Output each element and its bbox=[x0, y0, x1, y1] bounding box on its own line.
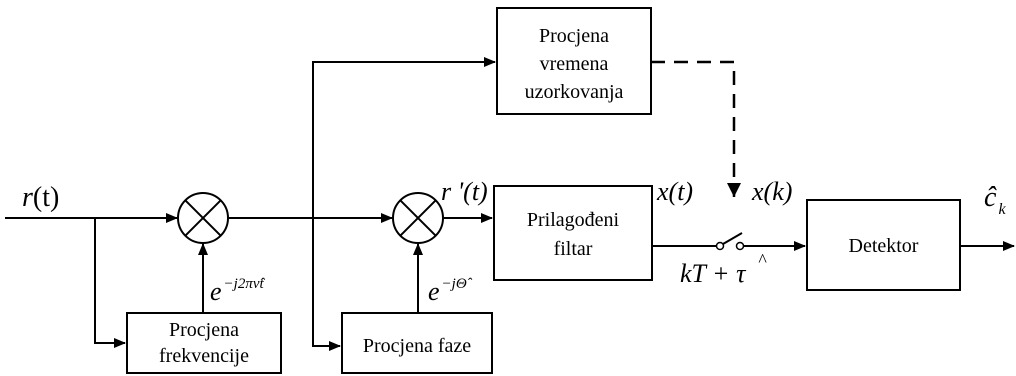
phase-estimator-block: Procjena faze bbox=[341, 312, 493, 374]
matched-filter-line-1: Prilagođeni bbox=[527, 209, 620, 231]
freq-est-line-2: frekvencije bbox=[159, 345, 249, 367]
timing-control-dashed-wire bbox=[651, 60, 736, 197]
timing-est-line-3: uzorkovanja bbox=[525, 81, 624, 103]
timing-estimator-block: Procjena vremena uzorkovanja bbox=[496, 7, 652, 115]
sampling-time-label: kT + τ bbox=[680, 259, 747, 288]
branch-to-phase-est-wire bbox=[312, 218, 341, 351]
timing-control-arrowhead bbox=[727, 183, 741, 197]
input-to-freq-est-wire bbox=[94, 218, 126, 348]
detector-label: Detektor bbox=[849, 235, 919, 257]
phase-est-label: Procjena faze bbox=[363, 335, 471, 357]
x-k-label: x(k) bbox=[751, 177, 792, 206]
timing-est-line-1: Procjena bbox=[539, 25, 609, 47]
x-t-label: x(t) bbox=[656, 177, 693, 206]
mixer-2 bbox=[392, 192, 444, 244]
sampler-right-node bbox=[735, 241, 745, 251]
r-prime-label: r '(t) bbox=[441, 177, 488, 206]
input-signal-label: r(t) bbox=[22, 182, 59, 213]
matched-filter-line-2: filtar bbox=[554, 238, 593, 260]
sampler-switch-arm bbox=[722, 232, 743, 245]
freq-estimator-block: Procjena frekvencije bbox=[126, 312, 282, 374]
signal-wires bbox=[5, 57, 1015, 351]
freq-correction-label: e−j2πν̂t bbox=[210, 276, 266, 306]
matched-filter-block: Prilagođeni filtar bbox=[493, 185, 653, 281]
freq-est-line-1: Procjena bbox=[169, 319, 239, 341]
phase-correction-label: e−jΘ̂ bbox=[428, 276, 473, 306]
mixer-1 bbox=[177, 192, 229, 244]
detector-block: Detektor bbox=[806, 199, 961, 291]
timing-est-line-2: vremena bbox=[540, 53, 609, 75]
branch-to-timing-est-wire bbox=[312, 57, 496, 218]
sampler-left-node bbox=[715, 241, 725, 251]
tau-hat-mark: ^ bbox=[758, 250, 767, 270]
